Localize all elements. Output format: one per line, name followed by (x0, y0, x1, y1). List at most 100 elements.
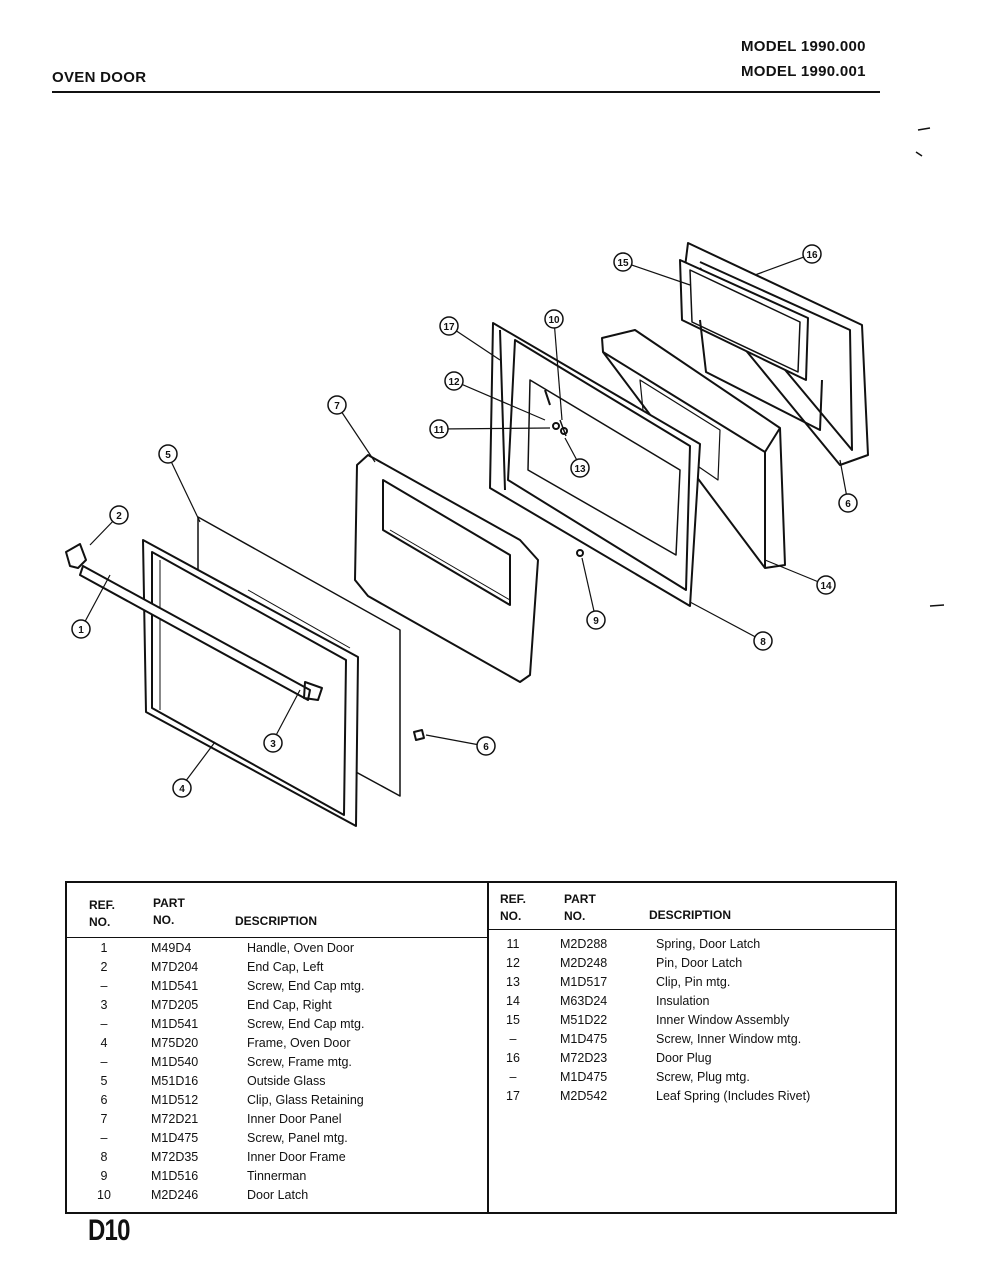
svg-text:7: 7 (334, 401, 340, 412)
table-row: 14 M63D24 Insulation (500, 992, 900, 1011)
table-header-rule-right (489, 929, 895, 930)
row-part-number: M7D205 (151, 998, 199, 1012)
callout-8: 8 (753, 631, 773, 651)
svg-text:14: 14 (820, 581, 832, 592)
row-ref: 5 (100, 1074, 108, 1088)
row-part-number: M1D475 (560, 1032, 608, 1046)
row-ref: – (100, 1131, 108, 1145)
row-part-number: M1D541 (151, 979, 199, 993)
callout-10: 10 (544, 309, 564, 329)
svg-text:2: 2 (116, 511, 122, 522)
row-part-number: M1D516 (151, 1169, 199, 1183)
inner-door-panel-part (354, 454, 539, 683)
row-description: Screw, Panel mtg. (247, 1131, 348, 1145)
header-description: DESCRIPTION (235, 914, 318, 928)
svg-text:15: 15 (617, 258, 629, 269)
table-row: 13 M1D517 Clip, Pin mtg. (500, 973, 900, 992)
table-row: – M1D475 Screw, Plug mtg. (500, 1068, 900, 1087)
row-ref: 6 (100, 1093, 108, 1107)
row-description: End Cap, Left (247, 960, 324, 974)
row-part-number: M75D20 (151, 1036, 199, 1050)
row-ref: 11 (506, 937, 520, 951)
row-description: Screw, Inner Window mtg. (656, 1032, 802, 1046)
svg-text:12: 12 (448, 377, 460, 388)
table-row: 9 M1D516 Tinnerman (91, 1167, 491, 1186)
callout-6-b: 6 (838, 493, 858, 513)
row-ref: 7 (100, 1112, 108, 1126)
tinnerman-part (576, 549, 584, 557)
row-ref: 1 (100, 941, 108, 955)
row-description: Inner Door Frame (247, 1150, 346, 1164)
row-part-number: M7D204 (151, 960, 199, 974)
row-description: Tinnerman (247, 1169, 307, 1183)
row-description: Frame, Oven Door (247, 1036, 351, 1050)
svg-text:13: 13 (574, 464, 586, 475)
row-description: Door Latch (247, 1188, 309, 1202)
row-ref: – (509, 1070, 517, 1084)
row-ref: 9 (100, 1169, 108, 1183)
row-ref: – (509, 1032, 517, 1046)
row-description: Handle, Oven Door (247, 941, 355, 955)
callout-14: 14 (816, 575, 836, 595)
row-description: Insulation (656, 994, 710, 1008)
row-part-number: M1D517 (560, 975, 608, 989)
header-ref: REF.NO. (89, 898, 116, 929)
row-description: Inner Door Panel (247, 1112, 342, 1126)
row-ref: 4 (100, 1036, 108, 1050)
callout-9: 9 (586, 610, 606, 630)
row-ref: – (100, 1017, 108, 1031)
header-rule (52, 91, 880, 93)
row-ref: 8 (100, 1150, 108, 1164)
row-ref: – (100, 979, 108, 993)
row-part-number: M1D540 (151, 1055, 199, 1069)
svg-text:10: 10 (548, 315, 560, 326)
row-part-number: M51D22 (560, 1013, 608, 1027)
row-ref: 13 (506, 975, 520, 989)
svg-text:6: 6 (845, 499, 851, 510)
callout-13: 13 (570, 458, 590, 478)
svg-text:3: 3 (270, 739, 276, 750)
row-part-number: M63D24 (560, 994, 608, 1008)
row-ref: – (100, 1055, 108, 1069)
callout-3: 3 (263, 733, 283, 753)
row-part-number: M1D475 (560, 1070, 608, 1084)
table-row: – M1D541 Screw, End Cap mtg. (91, 977, 491, 996)
row-part-number: M2D542 (560, 1089, 608, 1103)
row-description: Spring, Door Latch (656, 937, 761, 951)
row-description: Clip, Glass Retaining (247, 1093, 364, 1107)
page-code: D10 (88, 1214, 130, 1247)
row-description: Clip, Pin mtg. (656, 975, 731, 989)
row-ref: 12 (506, 956, 520, 970)
row-ref: 14 (506, 994, 520, 1008)
callout-2: 2 (109, 505, 129, 525)
callout-5: 5 (158, 444, 178, 464)
header-description-right: DESCRIPTION (649, 908, 732, 922)
callout-6: 6 (476, 736, 496, 756)
table-row: 4 M75D20 Frame, Oven Door (91, 1034, 491, 1053)
row-description: Screw, Plug mtg. (656, 1070, 750, 1084)
handle-part (79, 565, 323, 701)
end-cap-left-part (65, 543, 87, 569)
svg-text:6: 6 (483, 742, 489, 753)
callout-7: 7 (327, 395, 347, 415)
svg-text:11: 11 (434, 425, 445, 436)
header-ref-right: REF.NO. (500, 892, 527, 923)
row-description: Screw, End Cap mtg. (247, 979, 365, 993)
svg-text:16: 16 (806, 250, 818, 261)
svg-text:5: 5 (165, 450, 171, 461)
